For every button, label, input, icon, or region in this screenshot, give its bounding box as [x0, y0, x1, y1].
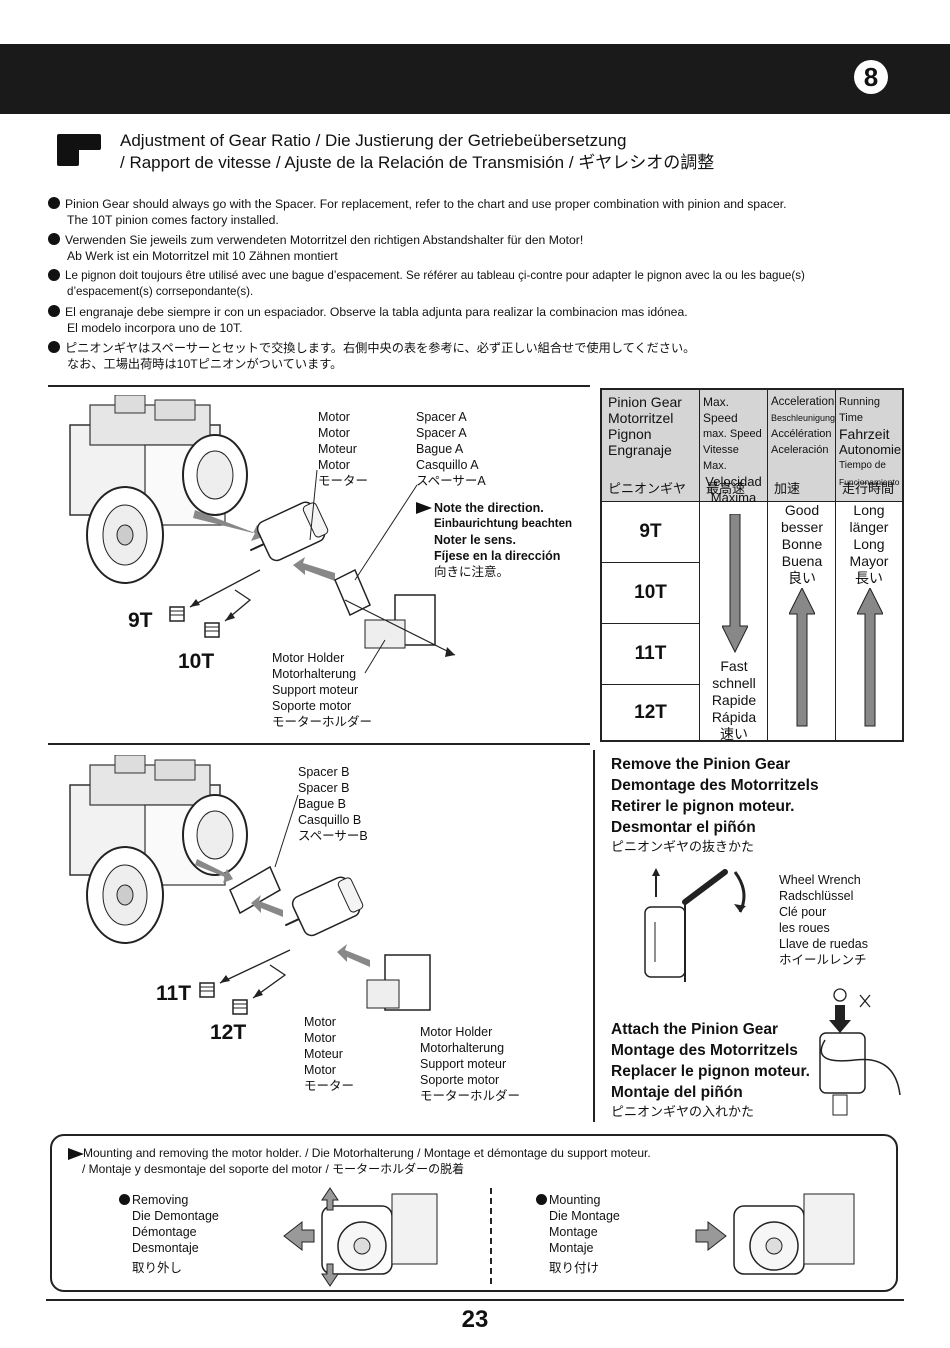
- mounting-illustration: [695, 1193, 855, 1275]
- table-header-speed: Max. Speed max. Speed Vitesse Max. Veloc…: [700, 390, 768, 505]
- divider: [593, 750, 595, 1122]
- table-header-acceleration: Acceleration Beschleunigung Accélération…: [768, 390, 836, 502]
- instruction-es: El engranaje debe siempre ir con un espa…: [46, 304, 906, 336]
- table-column-speed: [700, 502, 768, 740]
- remove-pinion-heading: Remove the Pinion Gear Demontage des Mot…: [611, 756, 819, 854]
- table-row-10t: 10T: [602, 563, 700, 624]
- direction-note: Note the direction. Einbaurichtung beach…: [434, 501, 573, 579]
- instruction-fr: Le pignon doit toujours être utilisé ave…: [46, 268, 906, 300]
- attach-pinion-heading: Attach the Pinion Gear Montage des Motor…: [611, 1021, 810, 1119]
- bullet-icon: [48, 305, 60, 317]
- motor-holder-section: Mounting and removing the motor holder. …: [50, 1134, 898, 1292]
- table-header-pinion: Pinion Gear Motorritzel Pignon Engranaje…: [602, 390, 700, 502]
- instruction-en: Pinion Gear should always go with the Sp…: [46, 196, 906, 228]
- pinion-gear-12t-icon: [232, 999, 248, 1015]
- instruction-de: Verwenden Sie jeweils zum verwendeten Mo…: [46, 232, 906, 264]
- acceleration-up-arrow-icon: [789, 588, 815, 727]
- holder-box-caption: Mounting and removing the motor holder. …: [82, 1146, 651, 1176]
- bullet-icon: [48, 269, 60, 281]
- pinion-label-12t: 12T: [210, 1021, 247, 1044]
- bullet-icon: [48, 197, 60, 209]
- step-marker-icon: [57, 134, 101, 166]
- page-title: Adjustment of Gear Ratio / Die Justierun…: [120, 130, 714, 174]
- step-number-badge: 8: [854, 60, 888, 94]
- table-row-9t: 9T: [602, 502, 700, 563]
- header-bar: 8: [0, 44, 950, 114]
- section-divider: [490, 1188, 492, 1284]
- table-header-runtime: Running Time Fahrzeit Autonomie Tiempo d…: [836, 390, 902, 502]
- table-row-11t: 11T: [602, 624, 700, 685]
- chassis-illustration-top: [69, 395, 456, 674]
- bullet-icon: [48, 233, 60, 245]
- table-column-acceleration: [768, 502, 836, 740]
- page-number: 23: [461, 1306, 489, 1333]
- instruction-list: Pinion Gear should always go with the Sp…: [46, 196, 906, 376]
- pinion-label-10t: 10T: [178, 650, 215, 673]
- attach-pinion-illustration: [819, 988, 901, 1116]
- direction-arrow-icon: [416, 502, 432, 514]
- pinion-gear-9t-icon: [169, 606, 185, 622]
- note-arrow-icon: [68, 1148, 84, 1160]
- removing-illustration: [283, 1187, 438, 1287]
- chassis-illustration-bottom: [69, 755, 431, 1015]
- title-line-2: / Rapport de vitesse / Ajuste de la Rela…: [120, 153, 715, 172]
- gear-ratio-table: Pinion Gear Motorritzel Pignon Engranaje…: [600, 388, 904, 742]
- bullet-icon: [48, 341, 60, 353]
- speed-down-arrow-icon: [722, 514, 748, 654]
- runtime-up-arrow-icon: [857, 588, 883, 727]
- pinion-label-9t: 9T: [128, 609, 153, 632]
- instruction-jp: ピニオンギヤはスペーサーとセットで交換します。右側中央の表を参考に、必ず正しい組…: [46, 340, 906, 372]
- divider: [48, 743, 590, 745]
- pinion-gear-11t-icon: [199, 982, 215, 998]
- table-row-12t: 12T: [602, 685, 700, 740]
- divider: [48, 385, 590, 387]
- pinion-label-11t: 11T: [156, 982, 192, 1005]
- title-line-1: Adjustment of Gear Ratio / Die Justierun…: [120, 131, 627, 150]
- wheel-wrench-illustration: [644, 868, 746, 982]
- footer-divider: [46, 1299, 904, 1301]
- pinion-gear-10t-icon: [204, 622, 220, 638]
